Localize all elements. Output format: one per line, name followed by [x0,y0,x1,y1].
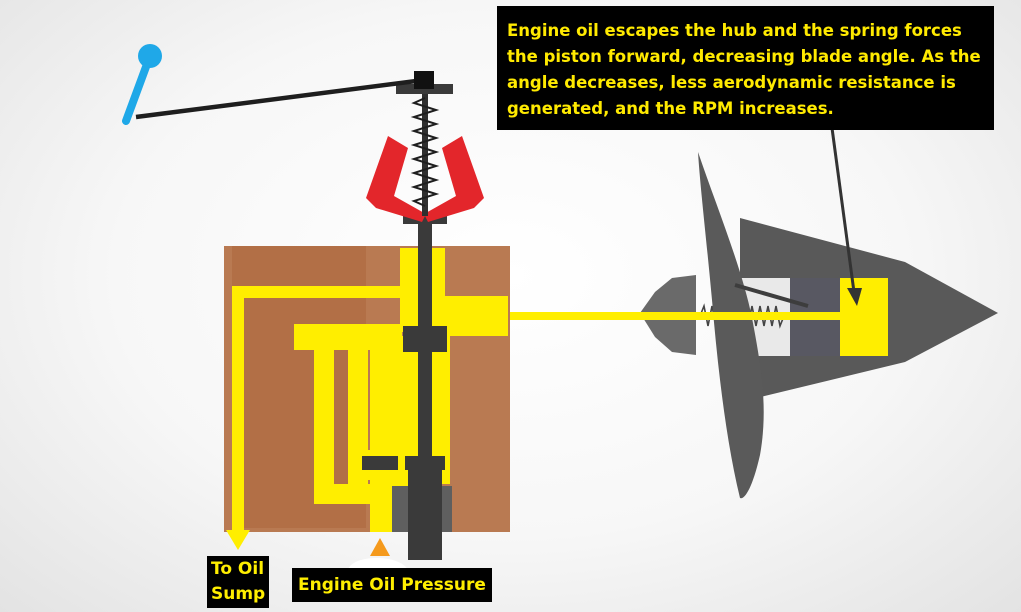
pump-inlet-passage [370,480,392,532]
hub-oil-line [505,312,848,320]
pressure-inlet-glow [348,558,408,570]
propeller-blade [698,152,764,499]
pilot-valve-collar-right [405,456,445,470]
pressure-label-box: Engine Oil Pressure [292,568,492,602]
pilot-valve [362,214,447,560]
flyweight-left [366,136,426,222]
control-rod-joint [414,71,434,89]
callout-pointer-arrowhead [847,288,862,306]
sump-label: To Oil Sump [211,559,266,604]
drain-passage-left [232,286,244,538]
drain-passage-top [232,286,418,298]
valve-outlet-port [440,296,508,336]
sump-arrowhead [226,530,250,550]
governor-flyweights [366,136,484,222]
propeller-hub [640,218,998,402]
pressure-passage-left [314,324,334,504]
callout-text: Engine oil escapes the hub and the sprin… [507,21,981,118]
pressure-label: Engine Oil Pressure [298,575,486,595]
speeder-spring [410,97,440,207]
blade-pitch-link [734,283,809,308]
sump-label-box: To Oil Sump [207,556,269,608]
control-rod [135,77,425,120]
pilot-valve-lower-land [408,470,442,560]
pressure-passage-inner [348,336,368,486]
callout-box: Engine oil escapes the hub and the sprin… [497,6,994,130]
control-lever-knob [138,44,162,68]
pilot-valve-collar-left [362,456,398,470]
flyweight-right [424,136,484,222]
flyweight-cup [403,214,447,224]
pressure-arrow-icon [370,538,390,556]
callout-pointer-line [830,127,856,293]
speeder-spring-rod [422,92,428,216]
pilot-valve-upper-land [403,326,447,352]
